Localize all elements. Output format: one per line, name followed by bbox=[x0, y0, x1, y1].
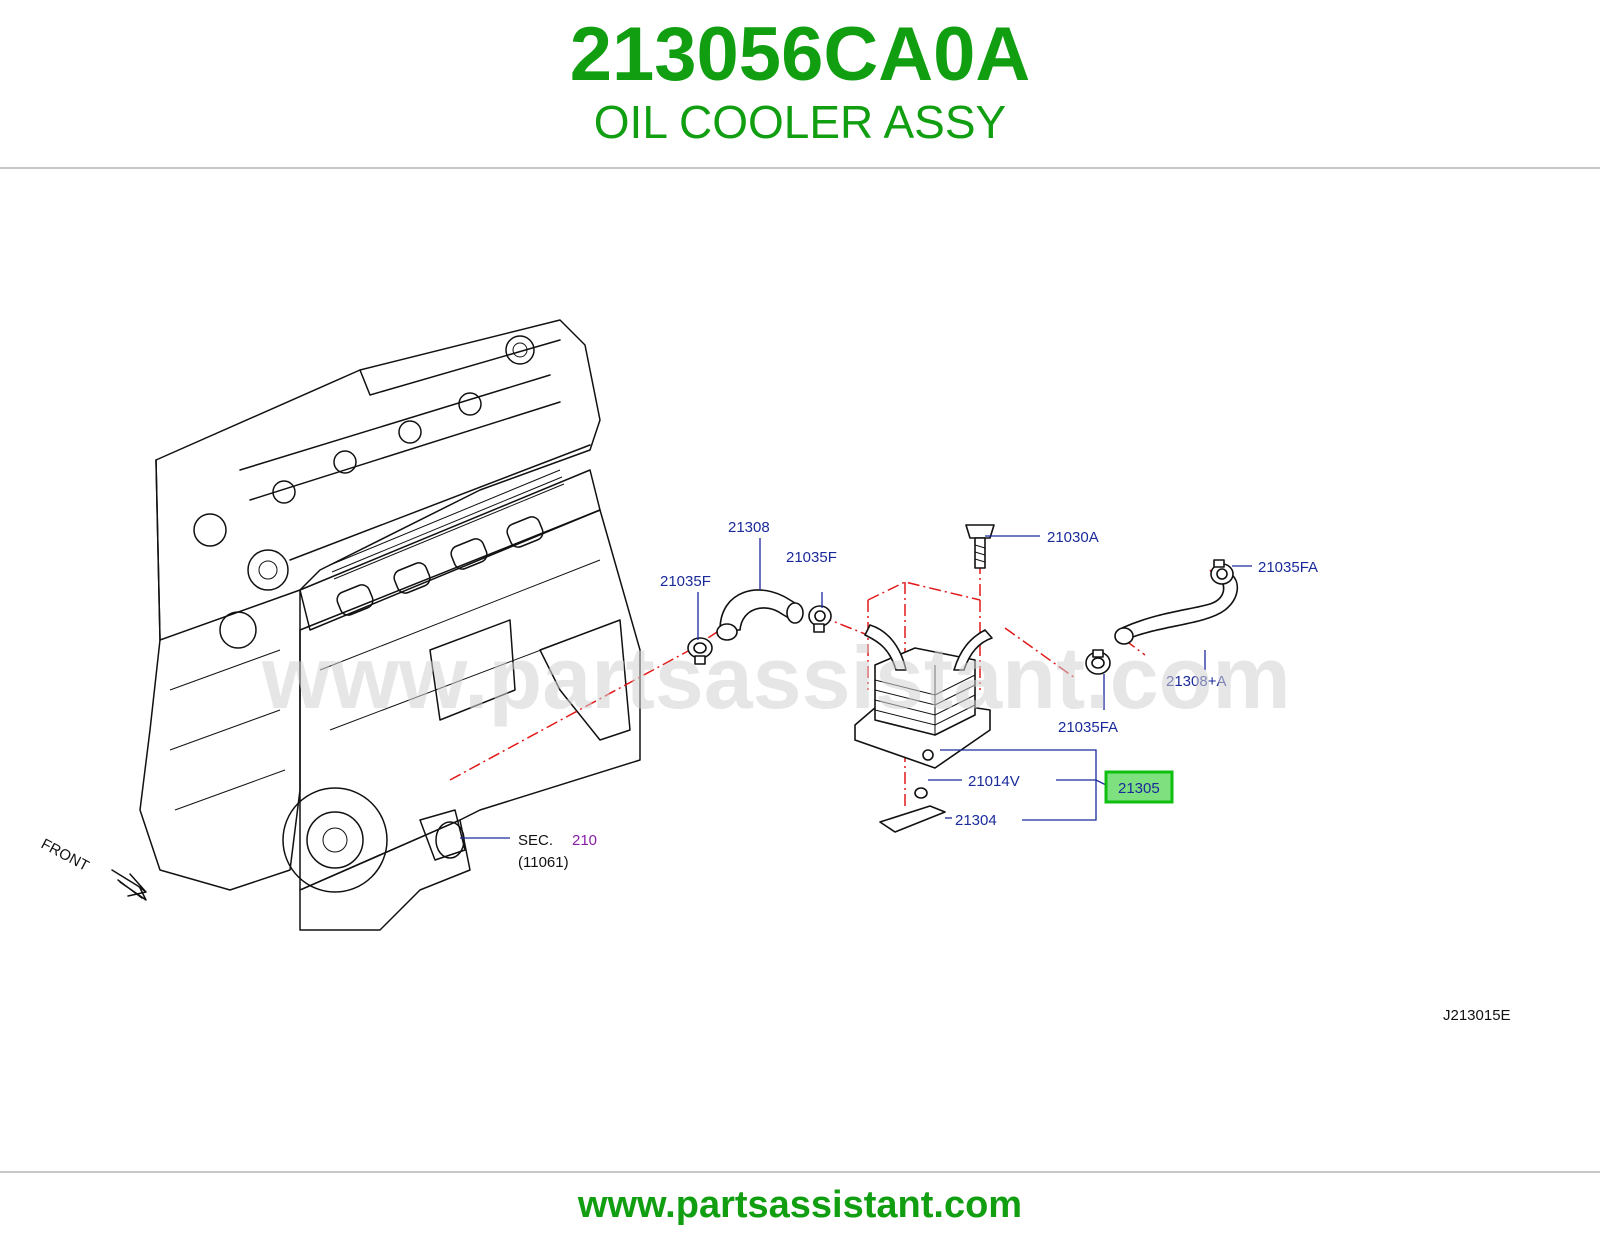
gasket-21304[interactable] bbox=[879, 805, 946, 833]
engine-block-illustration bbox=[111, 319, 641, 931]
callout-21035fa-top[interactable]: 21035FA bbox=[1258, 559, 1318, 576]
hose-clamp-21035fa-top[interactable] bbox=[1210, 559, 1234, 585]
callout-21035f-right[interactable]: 21035F bbox=[786, 549, 837, 566]
callout-leaders bbox=[460, 535, 1252, 839]
callout-21308[interactable]: 21308 bbox=[728, 519, 770, 536]
header-divider bbox=[0, 167, 1600, 169]
footer-divider bbox=[0, 1171, 1600, 1173]
hose-clamp-21035fa-bottom[interactable] bbox=[1085, 649, 1111, 675]
bolt-21030a[interactable] bbox=[965, 524, 995, 569]
callout-21014v[interactable]: 21014V bbox=[968, 773, 1020, 790]
callout-21304[interactable]: 21304 bbox=[955, 812, 997, 829]
section-ref-sub: (11061) bbox=[518, 854, 569, 871]
callout-21035f-left[interactable]: 21035F bbox=[660, 573, 711, 590]
section-ref-prefix: SEC. bbox=[518, 832, 553, 849]
parts-diagram: 21308 21035F 21035F 21030A 21035FA 21308… bbox=[38, 319, 1511, 1024]
hose-clamp-21035f-left[interactable] bbox=[687, 637, 713, 665]
section-ref-number[interactable]: 210 bbox=[572, 832, 597, 849]
callout-21308-a[interactable]: 21308+A bbox=[1166, 673, 1226, 690]
part-name-subtitle: OIL COOLER ASSY bbox=[593, 96, 1007, 148]
part-number-title: 213056CA0A bbox=[569, 12, 1031, 97]
callout-21035fa-bottom[interactable]: 21035FA bbox=[1058, 719, 1118, 736]
assembly-highlight-box[interactable] bbox=[1104, 770, 1174, 804]
callout-21030a[interactable]: 21030A bbox=[1047, 529, 1099, 546]
o-ring-21014v[interactable] bbox=[914, 787, 928, 799]
front-label: FRONT bbox=[38, 836, 92, 875]
page-header: 213056CA0A OIL COOLER ASSY bbox=[0, 0, 1600, 168]
callout-21305[interactable]: 21305 bbox=[1118, 780, 1160, 797]
hose-clamp-21035f-right[interactable] bbox=[808, 605, 832, 633]
callout-labels: 21308 21035F 21035F 21030A 21035FA 21308… bbox=[38, 519, 1510, 1024]
footer-website-link[interactable]: www.partsassistant.com bbox=[577, 1184, 1023, 1226]
hose-21308[interactable] bbox=[716, 589, 804, 641]
diagram-code: J213015E bbox=[1443, 1007, 1511, 1024]
watermark: www.partsassistant.com bbox=[261, 628, 1291, 727]
